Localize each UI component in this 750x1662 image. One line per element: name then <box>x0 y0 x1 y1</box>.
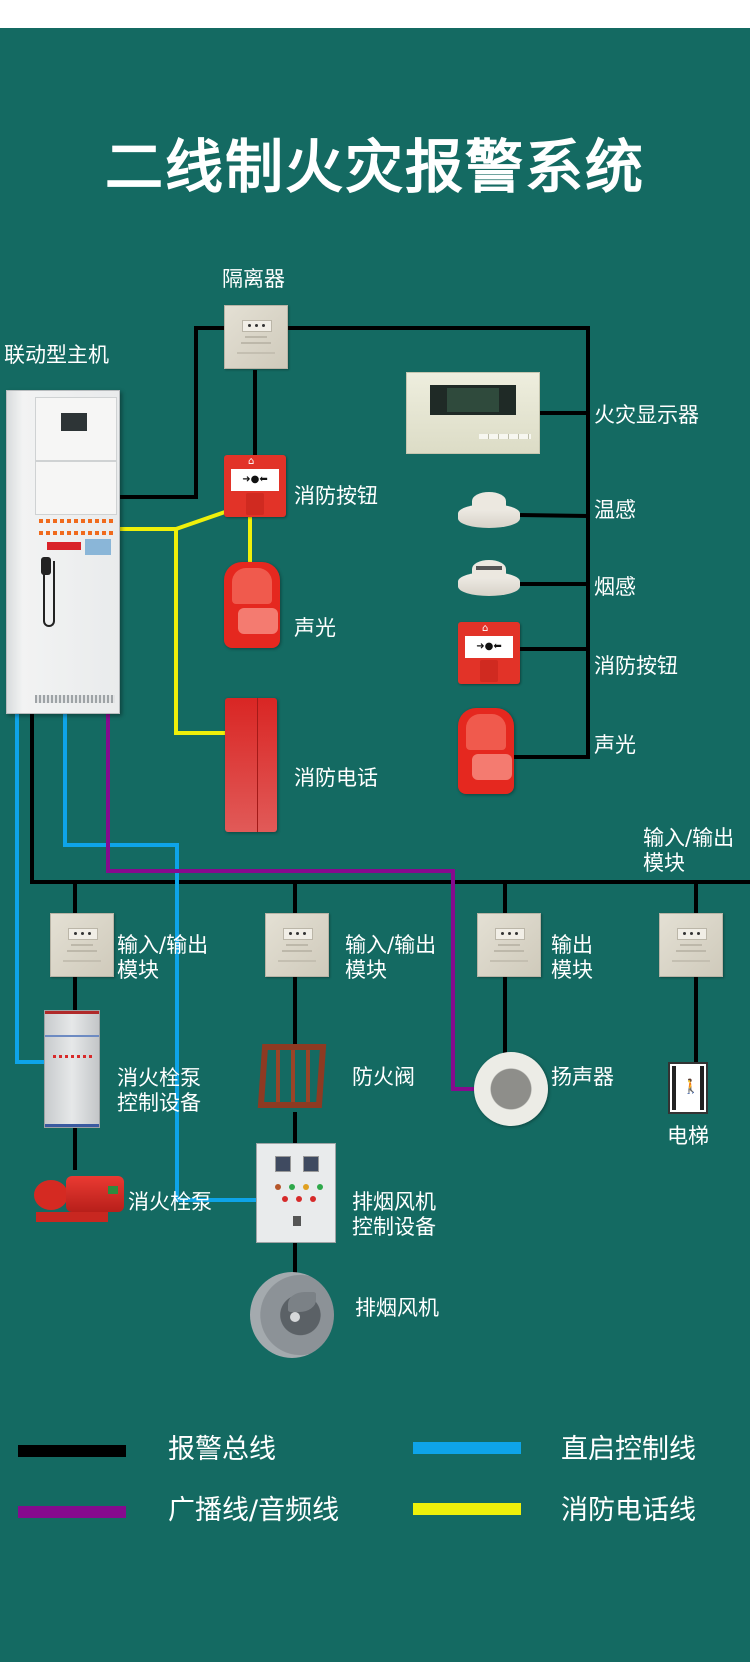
hydrant-pump-control-cabinet <box>44 1010 100 1128</box>
speaker-device <box>474 1052 548 1126</box>
wire-alarm-bus-controller-isolator <box>118 326 224 499</box>
smoke-detector-device <box>458 558 520 598</box>
legend-label-alarm-bus: 报警总线 <box>168 1434 276 1465</box>
io-module-1 <box>50 913 114 977</box>
page-title: 二线制火灾报警系统 <box>104 133 645 201</box>
label-sounder-right: 声光 <box>594 733 636 757</box>
isolator-device <box>224 305 288 369</box>
smoke-fan-control-cabinet <box>256 1143 336 1243</box>
phone-jack-icon <box>246 493 264 515</box>
controller-screen <box>61 413 87 431</box>
sounder-strobe-right <box>458 708 514 794</box>
wire-telephone-callpoint <box>175 510 226 531</box>
label-bus-module: 输入/输出 模块 <box>643 826 735 875</box>
microphone-cord <box>43 561 55 627</box>
press-arrows-icon: ➜●⬅ <box>242 474 268 485</box>
label-module-2: 输入/输出 模块 <box>345 933 437 982</box>
label-call-point-right: 消防按钮 <box>594 654 678 678</box>
legend-swatch-telephone <box>413 1503 521 1515</box>
label-elevator: 电梯 <box>667 1124 709 1148</box>
wire-branch-heat-detector <box>519 513 589 518</box>
hydrant-pump-device <box>30 1166 126 1228</box>
legend-label-telephone: 消防电话线 <box>561 1495 696 1526</box>
linkage-controller-cabinet <box>6 390 120 714</box>
controller-slot-panel <box>35 461 117 515</box>
smoke-exhaust-fan-device <box>250 1272 336 1360</box>
controller-led-row-1 <box>39 519 113 523</box>
house-fire-icon: ⌂ <box>248 456 255 467</box>
controller-red-bar <box>47 542 81 550</box>
label-module-1: 输入/输出 模块 <box>117 933 209 982</box>
label-isolator: 隔离器 <box>222 267 285 291</box>
legend-swatch-alarm-bus <box>18 1445 126 1457</box>
wire-broadcast-speaker <box>106 712 474 1091</box>
io-module-2 <box>265 913 329 977</box>
fire-display-device <box>406 372 540 454</box>
label-hydrant-pump: 消火栓泵 <box>128 1190 212 1214</box>
wire-alarm-bus-bottom <box>30 712 750 884</box>
legend-swatch-broadcast <box>18 1506 126 1518</box>
output-module <box>477 913 541 977</box>
phone-jack-icon <box>480 660 498 682</box>
wire-alarm-bus-isolator-trunk <box>286 326 590 759</box>
legend-label-broadcast: 广播线/音频线 <box>168 1495 340 1526</box>
legend-label-direct-control: 直启控制线 <box>561 1434 696 1465</box>
manual-call-point-right: ⌂ ➜●⬅ <box>458 622 520 684</box>
wire-telephone-controller-phone <box>118 527 225 735</box>
label-smoke-fan: 排烟风机 <box>355 1296 439 1320</box>
wire-direct-pump-cab <box>15 712 44 1064</box>
manual-call-point-left: ⌂ ➜●⬅ <box>224 455 286 517</box>
controller-keypad <box>85 539 111 555</box>
label-fire-damper: 防火阀 <box>352 1065 415 1089</box>
controller-vent <box>35 695 115 703</box>
label-module-3: 输出 模块 <box>551 933 593 982</box>
io-module-4 <box>659 913 723 977</box>
label-smoke-fan-control: 排烟风机 控制设备 <box>352 1190 436 1239</box>
wire-direct-fan-cab <box>63 712 256 1202</box>
fire-telephone-device <box>225 698 277 832</box>
elevator-icon: 🚶 <box>668 1062 708 1114</box>
fire-damper-device <box>257 1042 334 1114</box>
house-fire-icon: ⌂ <box>482 623 489 634</box>
label-speaker: 扬声器 <box>551 1065 614 1089</box>
legend-swatch-direct-control <box>413 1442 521 1454</box>
label-hydrant-pump-control: 消火栓泵 控制设备 <box>117 1066 201 1115</box>
heat-detector-device <box>458 490 520 530</box>
label-fire-display: 火灾显示器 <box>594 403 699 427</box>
controller-led-row-2 <box>39 531 113 535</box>
label-heat-detector: 温感 <box>594 498 636 522</box>
label-sounder-left: 声光 <box>294 616 336 640</box>
sounder-strobe-left <box>224 562 280 648</box>
label-smoke-detector: 烟感 <box>594 575 636 599</box>
label-controller: 联动型主机 <box>4 343 109 367</box>
label-fire-telephone: 消防电话 <box>294 766 378 790</box>
press-arrows-icon: ➜●⬅ <box>476 641 502 652</box>
label-call-point-left: 消防按钮 <box>294 484 378 508</box>
